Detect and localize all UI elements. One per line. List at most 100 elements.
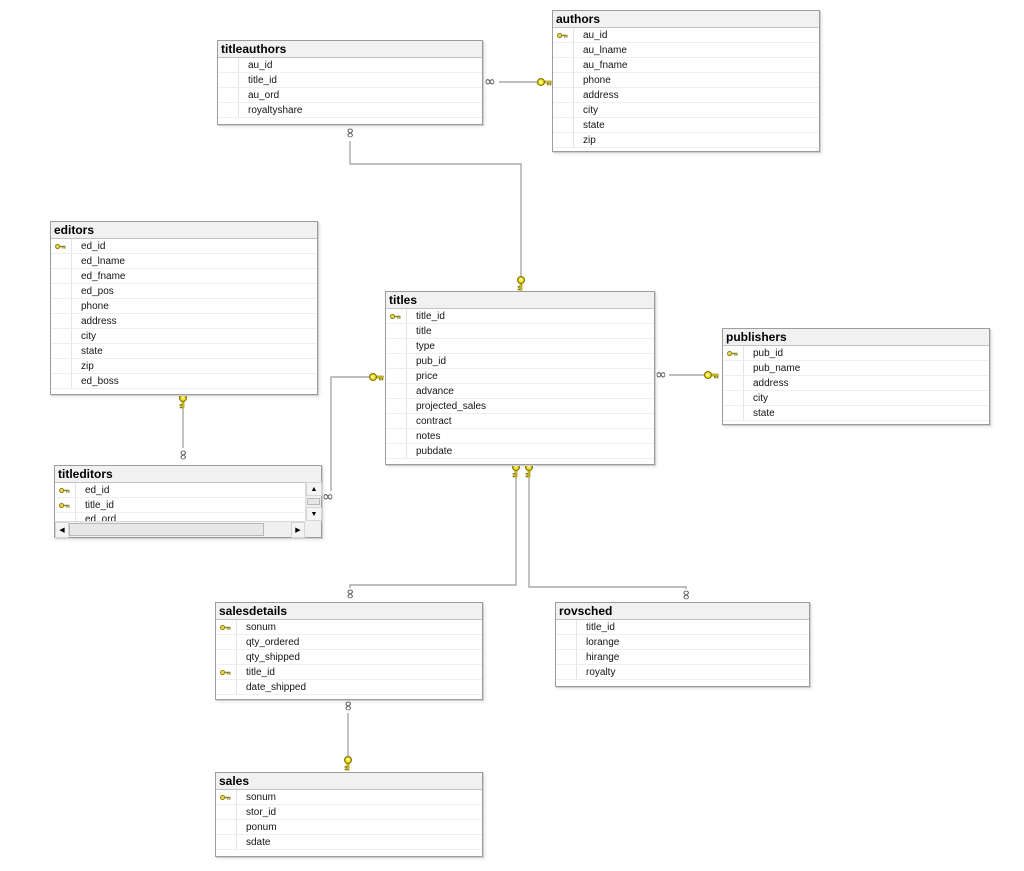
gutter-cell <box>216 650 237 664</box>
column-row-price[interactable]: price <box>386 369 654 384</box>
column-name: contract <box>416 415 452 427</box>
column-row-city[interactable]: city <box>51 329 317 344</box>
column-row-state[interactable]: state <box>553 118 819 133</box>
table-header-titleauthors[interactable]: titleauthors <box>218 41 482 58</box>
column-row-lorange[interactable]: lorange <box>556 635 809 650</box>
table-header-rovsched[interactable]: rovsched <box>556 603 809 620</box>
gutter-cell <box>218 103 239 117</box>
key-glyph <box>727 350 738 356</box>
column-row-phone[interactable]: phone <box>553 73 819 88</box>
primary-key-icon <box>386 309 407 323</box>
column-row-city[interactable]: city <box>553 103 819 118</box>
column-row-contract[interactable]: contract <box>386 414 654 429</box>
column-row-title[interactable]: title <box>386 324 654 339</box>
column-row-royaltyshare[interactable]: royaltyshare <box>218 103 482 118</box>
gutter-cell <box>51 329 72 343</box>
column-row-ed_id[interactable]: ed_id <box>55 483 321 498</box>
column-row-ed_pos[interactable]: ed_pos <box>51 284 317 299</box>
table-header-titleditors[interactable]: titleditors <box>55 466 321 483</box>
column-row-pub_id[interactable]: pub_id <box>386 354 654 369</box>
column-row-date_shipped[interactable]: date_shipped <box>216 680 482 695</box>
table-header-authors[interactable]: authors <box>553 11 819 28</box>
column-row-ed_boss[interactable]: ed_boss <box>51 374 317 389</box>
column-row-title_id[interactable]: title_id <box>556 620 809 635</box>
table-header-editors[interactable]: editors <box>51 222 317 239</box>
column-row-qty_shipped[interactable]: qty_shipped <box>216 650 482 665</box>
column-row-qty_ordered[interactable]: qty_ordered <box>216 635 482 650</box>
gutter-cell <box>723 376 744 390</box>
column-row-address[interactable]: address <box>51 314 317 329</box>
table-header-titles[interactable]: titles <box>386 292 654 309</box>
column-row-au_lname[interactable]: au_lname <box>553 43 819 58</box>
column-row-royalty[interactable]: royalty <box>556 665 809 680</box>
scroll-up-button[interactable]: ▲ <box>306 482 322 496</box>
column-row-state[interactable]: state <box>723 406 989 421</box>
gutter-cell <box>553 43 574 57</box>
column-row-ed_lname[interactable]: ed_lname <box>51 254 317 269</box>
column-row-sonum[interactable]: sonum <box>216 620 482 635</box>
horizontal-scrollbar[interactable]: ◀▶ <box>55 521 305 538</box>
column-row-au_ord[interactable]: au_ord <box>218 88 482 103</box>
table-header-sales[interactable]: sales <box>216 773 482 790</box>
column-row-title_id[interactable]: title_id <box>386 309 654 324</box>
column-name: date_shipped <box>246 681 307 693</box>
column-row-title_id[interactable]: title_id <box>218 73 482 88</box>
table-title: rovsched <box>559 604 613 618</box>
column-row-stor_id[interactable]: stor_id <box>216 805 482 820</box>
vertical-scrollbar-thumb[interactable] <box>307 498 320 505</box>
column-row-ed_fname[interactable]: ed_fname <box>51 269 317 284</box>
scroll-right-button[interactable]: ▶ <box>291 522 305 538</box>
column-row-hirange[interactable]: hirange <box>556 650 809 665</box>
relationship-line-titles_rovsched[interactable] <box>528 478 687 589</box>
relationship-line-titles_salesdetails[interactable] <box>349 478 517 588</box>
table-header-publishers[interactable]: publishers <box>723 329 989 346</box>
column-row-zip[interactable]: zip <box>553 133 819 148</box>
scroll-left-button[interactable]: ◀ <box>55 522 69 538</box>
column-row-city[interactable]: city <box>723 391 989 406</box>
column-row-notes[interactable]: notes <box>386 429 654 444</box>
column-row-ed_id[interactable]: ed_id <box>51 239 317 254</box>
column-row-pubdate[interactable]: pubdate <box>386 444 654 459</box>
vertical-scrollbar[interactable]: ▲▼ <box>305 482 322 521</box>
column-name: address <box>81 315 117 327</box>
relationship-line-titleauthors_titles[interactable] <box>349 141 522 278</box>
column-row-ponum[interactable]: ponum <box>216 820 482 835</box>
column-row-address[interactable]: address <box>553 88 819 103</box>
one-side-key-icon <box>536 77 552 87</box>
column-name: pub_id <box>416 355 447 367</box>
table-header-salesdetails[interactable]: salesdetails <box>216 603 482 620</box>
column-row-advance[interactable]: advance <box>386 384 654 399</box>
column-row-sdate[interactable]: sdate <box>216 835 482 850</box>
horizontal-scrollbar-thumb[interactable] <box>69 523 264 536</box>
column-row-pub_id[interactable]: pub_id <box>723 346 989 361</box>
gutter-cell <box>216 820 237 834</box>
column-row-phone[interactable]: phone <box>51 299 317 314</box>
column-row-state[interactable]: state <box>51 344 317 359</box>
column-row-zip[interactable]: zip <box>51 359 317 374</box>
gutter-cell <box>556 650 577 664</box>
many-side-infinity-icon: ∞ <box>655 367 667 383</box>
column-row-title_id[interactable]: title_id <box>216 665 482 680</box>
column-name: qty_shipped <box>246 651 300 663</box>
column-row-au_id[interactable]: au_id <box>553 28 819 43</box>
scroll-down-button[interactable]: ▼ <box>306 507 322 521</box>
column-row-pub_name[interactable]: pub_name <box>723 361 989 376</box>
column-name: royalty <box>586 666 616 678</box>
column-row-au_id[interactable]: au_id <box>218 58 482 73</box>
column-row-sonum[interactable]: sonum <box>216 790 482 805</box>
column-row-type[interactable]: type <box>386 339 654 354</box>
column-row-projected_sales[interactable]: projected_sales <box>386 399 654 414</box>
column-row-address[interactable]: address <box>723 376 989 391</box>
column-row-au_fname[interactable]: au_fname <box>553 58 819 73</box>
relationship-line-titleditors_titles[interactable] <box>330 376 370 491</box>
column-row-title_id[interactable]: title_id <box>55 498 321 513</box>
